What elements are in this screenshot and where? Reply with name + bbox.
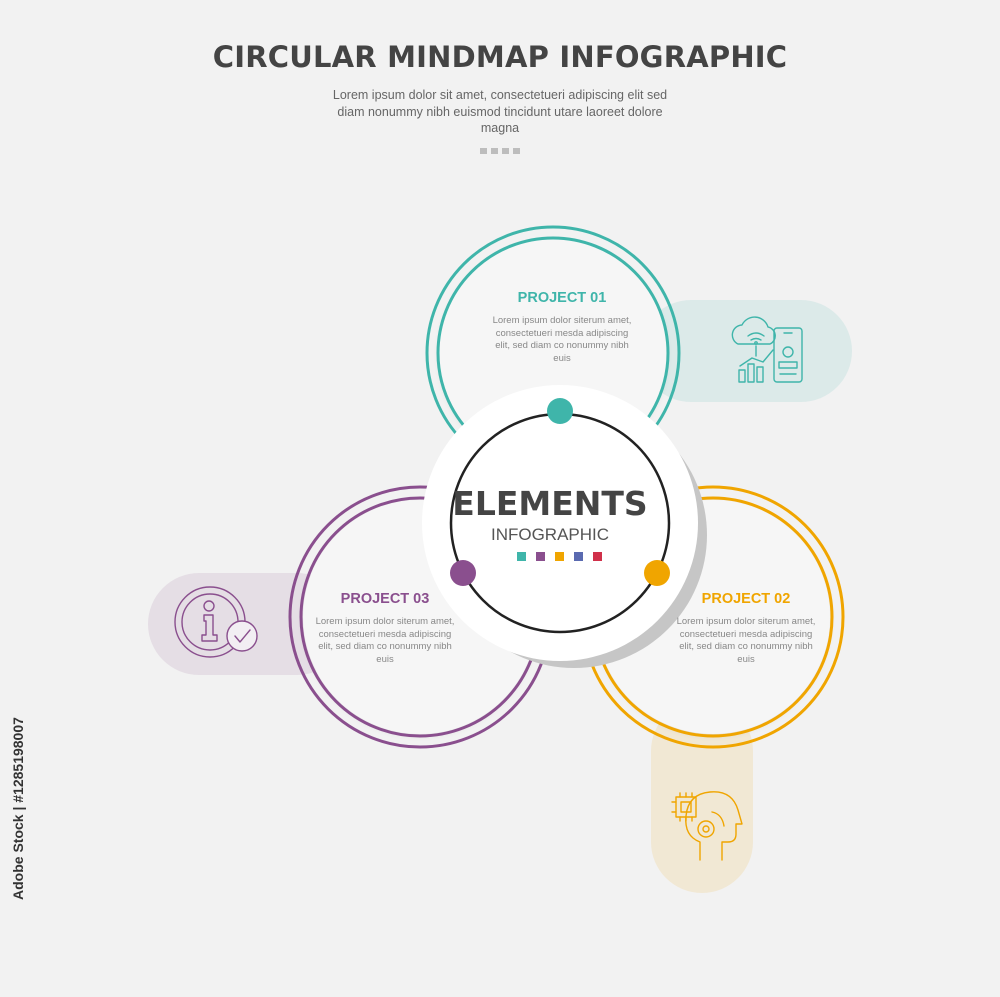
color-squares xyxy=(517,552,602,561)
project-03-title: PROJECT 03 xyxy=(340,591,430,607)
stock-watermark: Adobe Stock | #1285198007 xyxy=(10,717,26,900)
teal-node-dot xyxy=(547,398,573,424)
color-square-5 xyxy=(593,552,602,561)
color-square-2 xyxy=(536,552,545,561)
cloud-analytics-phone-icon xyxy=(731,316,803,383)
project-01-icon-pill xyxy=(640,300,852,402)
project-02-icon-pill xyxy=(651,700,753,893)
project-02-desc: Lorem ipsum dolor siterum amet, consecte… xyxy=(676,616,816,665)
color-square-3 xyxy=(555,552,564,561)
divider-dots xyxy=(480,148,522,154)
page-title: CIRCULAR MINDMAP INFOGRAPHIC xyxy=(212,40,788,74)
project-02-title: PROJECT 02 xyxy=(701,591,791,607)
info-check-icon xyxy=(174,586,258,658)
page-subtitle: Lorem ipsum dolor sit amet, consectetuer… xyxy=(332,88,668,135)
center-subtitle: INFOGRAPHIC xyxy=(490,525,610,544)
color-square-4 xyxy=(574,552,583,561)
ai-head-chip-icon xyxy=(671,791,743,861)
color-square-1 xyxy=(517,552,526,561)
center-hub xyxy=(422,385,707,668)
orange-node-dot xyxy=(644,560,670,586)
project-03-desc: Lorem ipsum dolor siterum amet, consecte… xyxy=(315,616,455,665)
center-title: ELEMENTS xyxy=(452,484,648,523)
project-01-desc: Lorem ipsum dolor siterum amet, consecte… xyxy=(492,315,632,364)
purple-node-dot xyxy=(450,560,476,586)
project-01-title: PROJECT 01 xyxy=(517,290,607,306)
